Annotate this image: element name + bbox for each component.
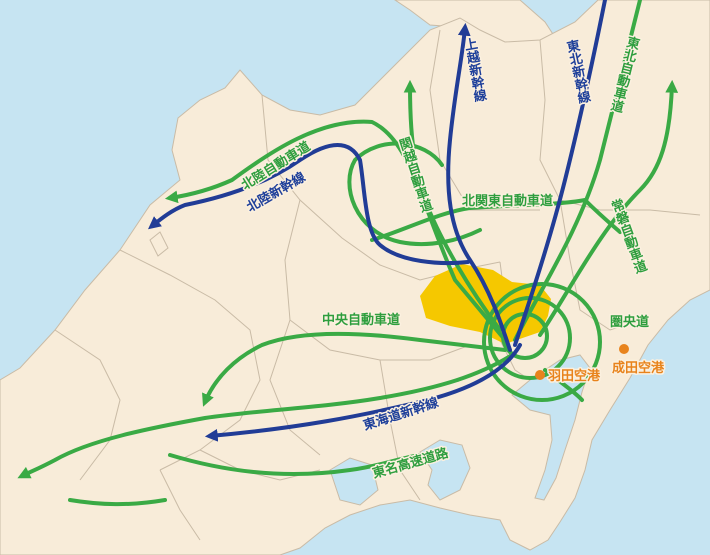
airport-haneda-marker: [535, 370, 545, 380]
expressway-southwest-spur: [168, 453, 422, 477]
expressway-loop-west: [347, 141, 482, 247]
label-kitakanto-expressway: 北関東自動車道: [462, 193, 553, 209]
expressway-chuo-line: [202, 331, 507, 407]
label-chuo-expressway: 中央自動車道: [322, 312, 400, 328]
expressway-joban-line: [538, 79, 679, 337]
label-haneda-airport: 羽田空港: [548, 368, 601, 384]
shinkansen-tokaido-line: [204, 343, 522, 442]
shinkansen-lines: [148, 0, 607, 442]
shinkansen-tohoku-line: [513, 0, 607, 347]
expressway-tomei-line: [17, 353, 514, 479]
tokyo-area: [420, 264, 551, 344]
label-ken-o-expressway: 圏央道: [610, 314, 649, 330]
expressway-kanetsu-line: [403, 79, 502, 332]
expressway-kitakanto-line: [370, 198, 622, 242]
expressway-aqualine: [543, 368, 584, 402]
expressway-south-spur: [68, 498, 167, 507]
shinkansen-hokuriku-line: [148, 143, 470, 266]
expressway-lines: [17, 0, 679, 507]
expressway-tohoku-line: [513, 0, 642, 342]
label-narita-airport: 成田空港: [612, 360, 665, 376]
airport-narita-marker: [619, 344, 629, 354]
shinkansen-joetsu-line: [446, 22, 512, 352]
expressway-ring-ken-o: [482, 282, 602, 402]
